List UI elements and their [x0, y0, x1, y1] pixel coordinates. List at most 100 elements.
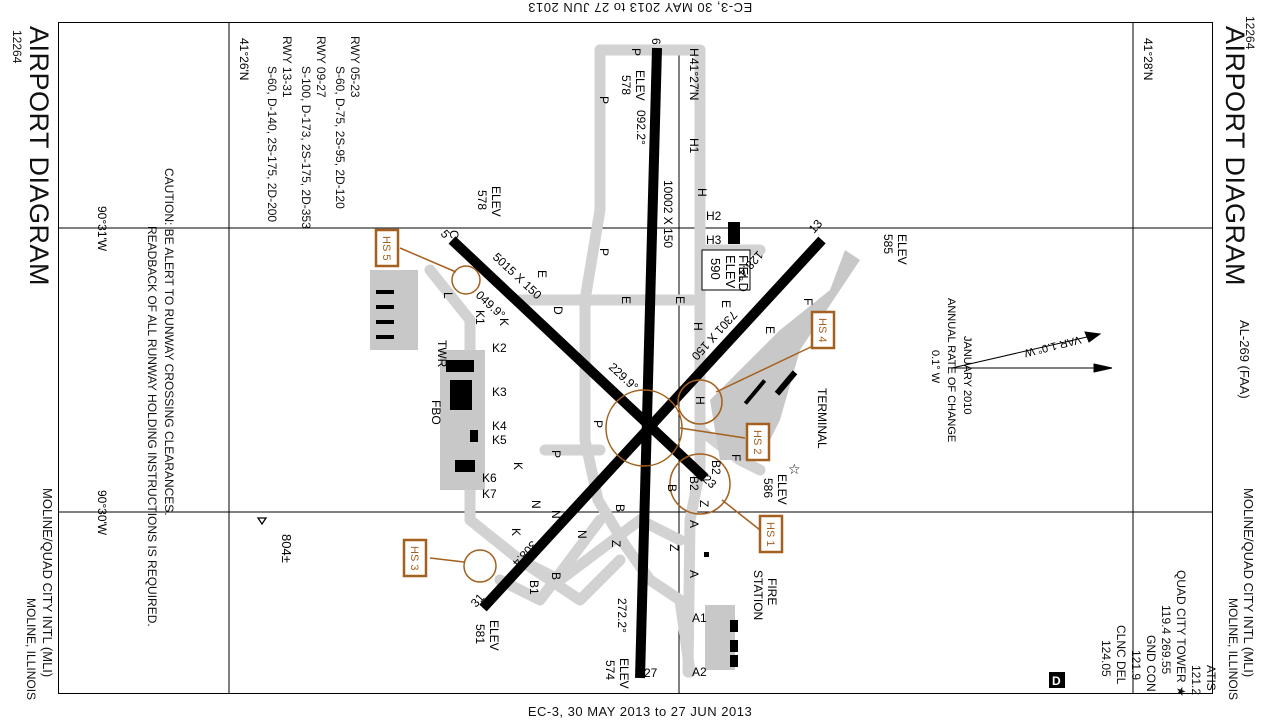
obstacle: 804± — [256, 517, 294, 563]
var-magnetic-line — [951, 333, 1101, 369]
taxiway-l — [424, 264, 476, 326]
taxiway-label-a-1: A — [687, 570, 701, 578]
rwy-31-elev: 581 — [473, 624, 487, 644]
taxiway-label-h-3: H — [691, 322, 705, 331]
hs4-leader — [715, 344, 816, 393]
hot-spot-labels: HS 5 HS 3 HS 4 HS 2 HS 1 — [380, 236, 828, 570]
twr-label: TWR — [435, 340, 449, 368]
obstacle-icon — [256, 517, 268, 526]
hs5-box — [374, 228, 400, 268]
taxiway-label-e-1: E — [535, 270, 549, 278]
building-k6 — [455, 460, 475, 472]
coordinate-labels: 41°26'N 41°28'N 41°27'N 90°31'W 90°30'W — [95, 38, 1155, 536]
taxiway-labels: P P P P H H1 H H H2 H3 E E E E E F F D K… — [441, 48, 815, 679]
field-elev-box — [701, 249, 751, 291]
variation-arrows — [951, 331, 1113, 373]
field-elev-label1: FIELD — [736, 255, 751, 292]
hs3-leader — [429, 557, 465, 563]
rwy-end-27: 27 — [644, 666, 658, 680]
hs3-label: HS 3 — [408, 546, 420, 570]
corner-box — [1049, 672, 1065, 688]
hot-spot-boxes — [374, 228, 836, 578]
taxiway-label-z-2: Z — [667, 544, 681, 551]
station-label: STATION — [751, 570, 765, 620]
rwy-27-elev: 574 — [603, 660, 617, 680]
fire-station-bldg — [704, 552, 709, 557]
rwy-9-elev: 578 — [619, 75, 633, 95]
taxiway-label-k-3: K — [509, 528, 523, 536]
hs2-label: HS 2 — [751, 430, 763, 454]
facility-labels: TERMINAL TWR FBO FIRE STATION — [429, 340, 829, 620]
building-k2 — [446, 360, 474, 372]
runway-13-31 — [479, 236, 826, 612]
hs1-leader — [721, 499, 761, 531]
hs1-circle — [669, 453, 731, 515]
building-k3 — [450, 380, 472, 410]
bldg-west-4 — [376, 335, 394, 339]
taxiway-label-b2-2: B2 — [687, 476, 701, 491]
runway-9-27 — [635, 47, 662, 679]
rwy-27-heading: 272.2° — [615, 598, 629, 633]
taxiway-label-k3: K3 — [492, 385, 507, 399]
taxiway-b — [494, 514, 606, 606]
terminal-building — [774, 370, 798, 396]
taxiway-label-a2: A2 — [692, 665, 707, 679]
building-a1-2 — [730, 640, 738, 652]
hs4-label: HS 4 — [816, 318, 828, 342]
var-rate: 0.1° W — [929, 350, 941, 384]
hs5-circle — [451, 265, 481, 295]
taxiway-label-h1: H1 — [687, 138, 701, 154]
lon-label-90-30: 90°30'W — [95, 490, 109, 536]
taxiway-label-b-1: B — [549, 572, 563, 580]
taxiway-label-k5: K5 — [492, 433, 507, 447]
taxiway-label-e-4: E — [719, 300, 733, 308]
taxiway-label-d: D — [551, 306, 565, 315]
buildings — [376, 222, 798, 667]
var-magnetic-head — [1084, 331, 1102, 343]
rwy-31-elev-label: ELEV — [487, 620, 501, 651]
taxiway-label-n-3: N — [575, 530, 589, 539]
hs3-circle — [463, 549, 497, 583]
taxiway-label-n-1: N — [529, 500, 543, 509]
taxiway-label-c: C — [447, 230, 461, 239]
hangar-h2-h3 — [728, 222, 740, 244]
field-elev-label2: ELEV — [723, 255, 738, 289]
lon-label-90-31: 90°31'W — [95, 206, 109, 252]
rwy-9-27-dims: 10002 X 150 — [661, 180, 675, 248]
corner-letter: D — [1052, 674, 1061, 688]
bldg-west-2 — [376, 305, 394, 309]
var-label: VAR 1.0° W — [1022, 333, 1082, 359]
taxiway-label-z-1: Z — [609, 540, 623, 547]
fire-label: FIRE — [765, 578, 779, 605]
taxiway-n-z — [514, 514, 686, 586]
taxiway-label-h-4: H — [693, 396, 707, 405]
hs4-box — [810, 310, 836, 350]
taxiway-label-b-2: B — [613, 504, 627, 512]
taxiway-label-n-2: N — [549, 510, 563, 519]
taxiway-label-e-5: E — [763, 326, 777, 334]
taxiway-p — [579, 44, 696, 678]
bldg-west-1 — [376, 290, 394, 294]
var-date: JANUARY 2010 — [961, 336, 973, 414]
field-elev-text: FIELD ELEV 590 — [708, 255, 751, 292]
taxiway-label-p-2: P — [597, 96, 611, 104]
taxiway-label-f-2: F — [729, 454, 743, 461]
building-a1-1 — [730, 620, 738, 632]
taxiway-label-b2-1: B2 — [709, 460, 723, 475]
taxiway-label-a1: A1 — [692, 611, 707, 625]
hs2-leader — [679, 427, 746, 439]
taxiway-label-k4: K4 — [492, 419, 507, 433]
hs3-box — [402, 538, 428, 578]
building-k5 — [470, 430, 478, 442]
terminal-concourse — [743, 379, 767, 405]
rwy-23-elev-label: ELEV — [775, 474, 789, 505]
taxiway-label-k7: K7 — [482, 487, 497, 501]
taxiway-label-k-2: K — [511, 462, 525, 470]
taxiway-label-k6: K6 — [482, 471, 497, 485]
hs5-label: HS 5 — [380, 236, 392, 260]
taxiway-label-p-4: P — [591, 420, 605, 428]
rwy-23-elev: 586 — [761, 478, 775, 498]
taxiway-label-h3: H3 — [706, 233, 722, 247]
rwy-end-6: 6 — [649, 38, 663, 45]
